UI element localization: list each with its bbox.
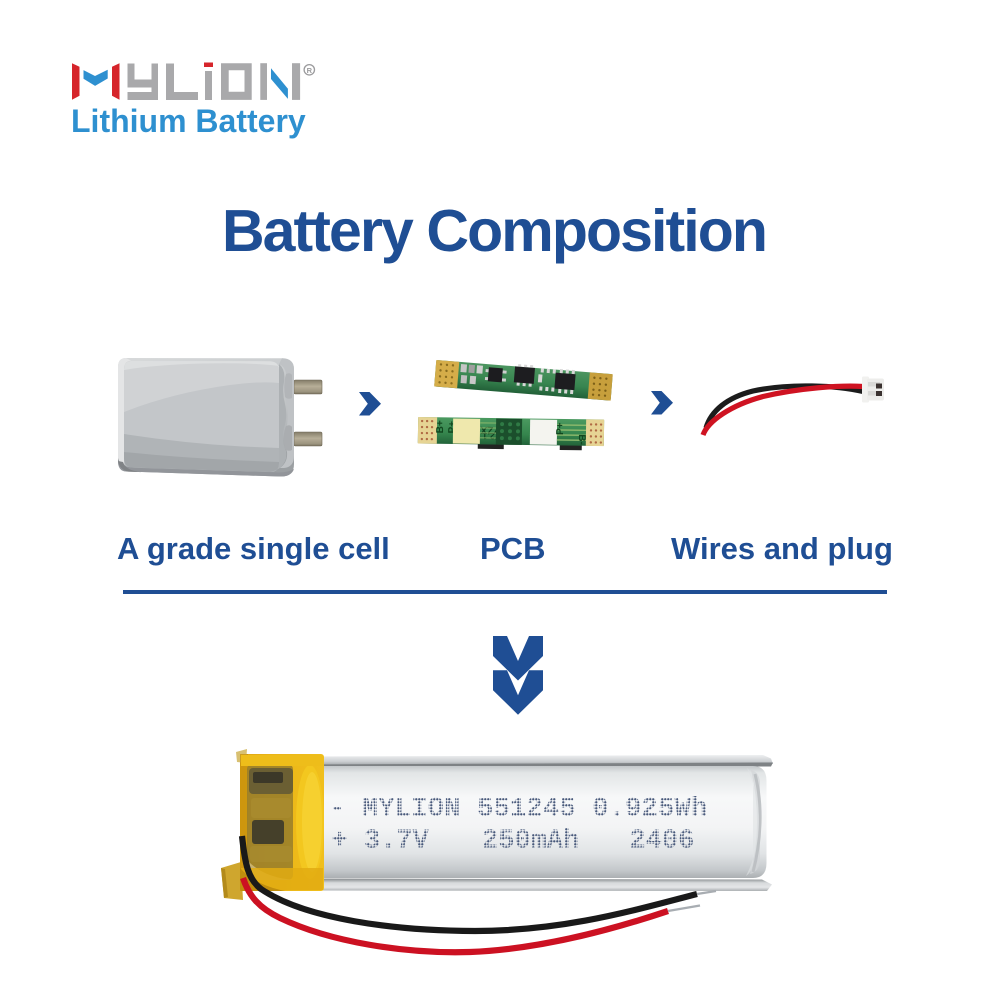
svg-text:R: R bbox=[307, 66, 313, 75]
svg-text:V2.1: V2.1 bbox=[482, 431, 501, 441]
svg-text:Lithium Battery: Lithium Battery bbox=[71, 103, 306, 139]
svg-text:- MYLION 551245 0.925Wh: - MYLION 551245 0.925Wh bbox=[329, 795, 707, 825]
svg-text:P+: P+ bbox=[447, 421, 458, 434]
svg-text:YZX: YZX bbox=[480, 424, 500, 435]
svg-text:+ 3.7V: + 3.7V bbox=[332, 827, 430, 857]
svg-text:250mAh: 250mAh bbox=[482, 827, 579, 857]
svg-text:P+: P+ bbox=[555, 422, 566, 435]
svg-text:B-: B- bbox=[576, 434, 587, 445]
svg-text:2406: 2406 bbox=[630, 827, 695, 857]
svg-text:B+: B+ bbox=[435, 420, 446, 433]
